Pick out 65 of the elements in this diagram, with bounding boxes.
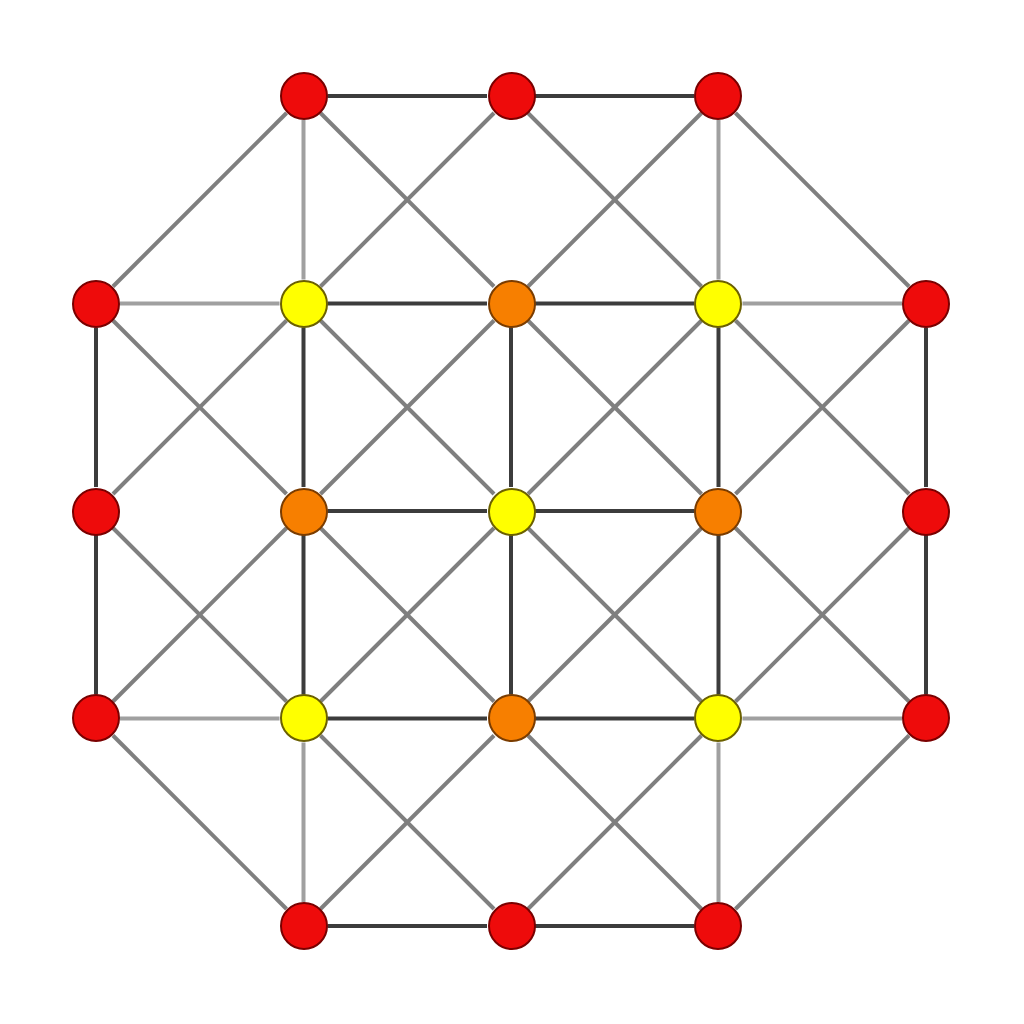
graph-edge [716,120,721,280]
graph-edge [535,509,695,513]
diagonal-cross [526,734,703,911]
graph-vertex [487,72,535,120]
graph-edge [509,535,513,695]
graph-edge [327,716,487,721]
graph-vertex [487,902,535,950]
diagonal-cross [111,526,288,703]
graph-edge [301,742,306,902]
diagonal-cross [734,319,911,496]
graph-edge [111,111,288,288]
graph-edge [924,535,928,695]
graph-vertex [72,487,120,535]
diagonal-cross [526,111,703,288]
graph-vertex [279,279,328,328]
graph-edge [120,301,280,306]
graph-vertex [487,694,535,743]
graph-edge [716,535,721,695]
diagonal-cross [319,111,496,288]
graph-vertex [279,72,328,120]
graph-edge [535,716,695,721]
graph-edge [742,301,902,306]
graph-edge [327,301,487,306]
graph-vertex [279,902,328,950]
graph-vertex [694,72,743,120]
graph-edge [327,924,487,928]
graph-edge [716,327,721,487]
graph-edge [327,509,487,513]
graph-edge [535,94,695,98]
graph-vertex [72,279,120,328]
graph-vertex [694,487,743,535]
graph-edge [535,924,695,928]
graph-vertex [694,694,743,743]
diagonal-cross [111,319,288,496]
diagonal-cross [319,319,496,496]
graph-edge [120,716,280,721]
graph-edge [301,327,306,487]
diagonal-cross [319,734,496,911]
graph-vertex [279,487,328,535]
graph-vertex [902,279,950,328]
graph-vertex [902,487,950,535]
graph-edge [94,327,98,487]
graph-vertex [694,902,743,950]
graph-edge [327,94,487,98]
graph-edge [734,734,911,911]
graph-vertex [72,694,120,743]
graph-edge [509,327,513,487]
graph-edge [301,120,306,280]
graph-vertex [487,279,535,328]
graph-edge [924,327,928,487]
graph-edge [716,742,721,902]
graph-vertex [279,694,328,743]
graph-vertex [902,694,950,743]
graph-edge [535,301,695,306]
graph-vertex [694,279,743,328]
graph-edge [94,535,98,695]
diagonal-cross [319,526,496,703]
diagonal-cross [526,526,703,703]
graph-edge [742,716,902,721]
diagonal-cross [734,526,911,703]
graph-edge [734,111,911,288]
graph-edge [111,734,288,911]
diagonal-cross [526,319,703,496]
graph-vertex [487,487,535,535]
graph-edge [301,535,306,695]
